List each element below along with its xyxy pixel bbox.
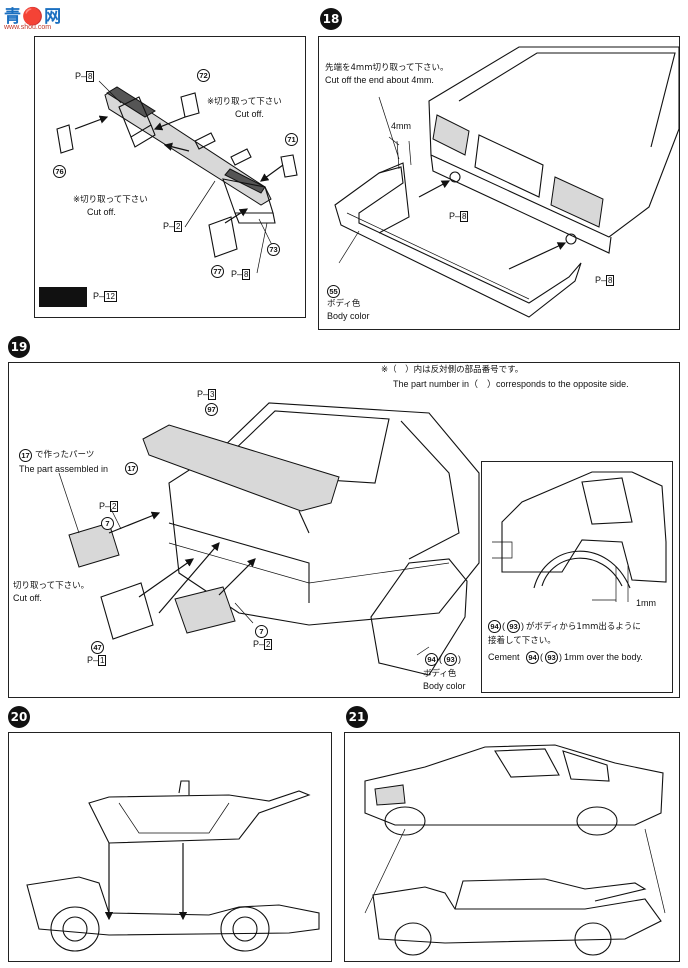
cut-note-jp: 切り取って下さい。	[13, 581, 90, 591]
rear-assembly-drawing	[58, 402, 480, 676]
paint-code: P–2	[253, 639, 273, 650]
part-number: 97	[205, 403, 218, 416]
paint-swatch-black	[39, 287, 87, 307]
cut-note-en: Cut off.	[13, 593, 42, 603]
body-color-en: Body color	[327, 311, 370, 321]
cut-off-note-jp: ※切り取って下さい	[207, 97, 282, 107]
part-number: 72	[197, 69, 210, 82]
panel-step-19: ※（ ）内は反対側の部品番号です。 The part number in（ ）c…	[8, 362, 680, 698]
paren-close: )	[559, 652, 562, 662]
part-number: 94	[526, 651, 539, 664]
inset-note-en: 1mm over the body.	[564, 652, 643, 662]
part-number: 7	[101, 517, 114, 530]
part-number: 94	[488, 620, 501, 633]
cut-off-note-jp: ※切り取って下さい	[73, 195, 148, 205]
part-number: 93	[444, 653, 457, 666]
paint-code: P–1	[87, 655, 107, 666]
paren-open: (	[502, 621, 505, 631]
panel-step-18: 先端を4mm切り取って下さい。 Cut off the end about 4m…	[318, 36, 680, 330]
part-number: 93	[507, 620, 520, 633]
body-install-drawing	[364, 744, 666, 956]
part-ref: 17	[19, 449, 32, 462]
cut-off-note-en: Cut off.	[235, 109, 264, 119]
assembled-note-en: The part assembled in	[19, 464, 109, 474]
panel-spoiler-parts: P–8 72 ※切り取って下さい Cut off. 71 76 ※切り取って下さ…	[34, 36, 306, 318]
site-logo: 青🔴网 www.shou.com	[4, 7, 63, 31]
part-number: 55	[327, 285, 340, 298]
inset-note-en: Cement	[488, 652, 520, 662]
paint-code: P–8	[449, 211, 469, 222]
inset-note-jp: がボディから1mm出るように	[526, 622, 641, 632]
paint-code: P–2	[99, 501, 119, 512]
dimension-label: 4mm	[391, 121, 411, 131]
inset-note-jp: 接着して下さい。	[488, 636, 556, 646]
paint-code: P–8	[75, 71, 95, 82]
body-color-jp: ボディ色	[327, 299, 361, 309]
part-number: 93	[545, 651, 558, 664]
paren-open: (	[439, 654, 442, 664]
cut-note-jp: 先端を4mm切り取って下さい。	[325, 63, 449, 73]
part-ref: 17	[125, 462, 138, 475]
fender-detail-drawing	[492, 471, 667, 602]
inset-fender-detail: 1mm 94 ( 93 ) がボディから1mm出るように 接着して下さい。 Ce…	[481, 461, 673, 693]
paren-close: )	[458, 654, 461, 664]
part-number: 71	[285, 133, 298, 146]
opposite-side-note-en: The part number in（ ）corresponds to the …	[393, 379, 629, 389]
paint-code: P–3	[197, 389, 217, 400]
paren-open: (	[540, 652, 543, 662]
part-number: 47	[91, 641, 104, 654]
step-number: 21	[346, 706, 368, 728]
part-number: 94	[425, 653, 438, 666]
cut-note-en: Cut off the end about 4mm.	[325, 75, 434, 85]
rear-bumper-drawing	[334, 46, 680, 318]
step-number: 19	[8, 336, 30, 358]
panel-step-21	[344, 732, 680, 962]
opposite-side-note-jp: ※（ ）内は反対側の部品番号です。	[381, 365, 524, 375]
paint-code: P–12	[93, 291, 117, 302]
part-number: 73	[267, 243, 280, 256]
dimension-label: 1mm	[636, 598, 656, 608]
cut-off-note-en: Cut off.	[87, 207, 116, 217]
step-number: 18	[320, 8, 342, 30]
paren-close: )	[521, 621, 524, 631]
part-number: 7	[255, 625, 268, 638]
paint-code: P–2	[163, 221, 183, 232]
paint-code: P–8	[595, 275, 615, 286]
panel-step-20	[8, 732, 332, 962]
spoiler-parts-drawing	[56, 80, 298, 274]
part-number: 76	[53, 165, 66, 178]
assembled-note-jp: で作ったパーツ	[35, 450, 95, 460]
paint-code: P–8	[231, 269, 251, 280]
body-color-en: Body color	[423, 681, 466, 691]
body-color-jp: ボディ色	[423, 669, 457, 679]
interior-install-drawing	[26, 780, 320, 952]
part-number: 77	[211, 265, 224, 278]
step-number: 20	[8, 706, 30, 728]
